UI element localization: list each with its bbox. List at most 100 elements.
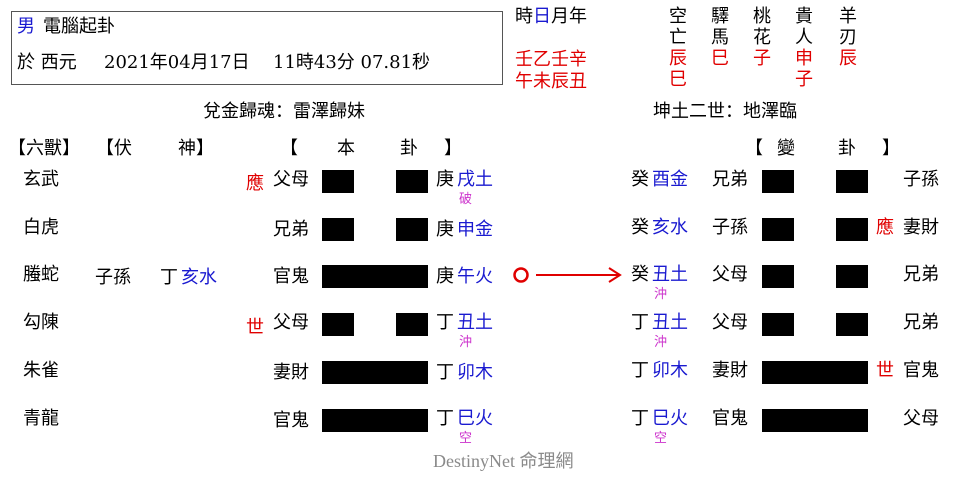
line-branch: 午火 — [457, 266, 493, 287]
changed-gua-title: 坤土二世：地澤臨 — [653, 101, 797, 122]
changed-line-mark: 空 — [654, 431, 668, 446]
six-beast-2: 白虎 — [23, 217, 59, 238]
yin-line-right — [396, 313, 428, 336]
yin-line-left — [322, 170, 354, 193]
pillar-label-month: 月 — [551, 6, 569, 27]
changed-line-relation: 官鬼 — [712, 408, 748, 429]
changed-line-stem: 丁 — [631, 408, 649, 429]
pillar-stems: 壬乙壬辛 — [515, 49, 587, 70]
changed-line-branch: 丑土 — [652, 312, 688, 333]
yang-line — [322, 409, 428, 432]
line-stem: 丁 — [436, 362, 454, 383]
divination-info-box — [11, 11, 503, 85]
spirit-guiren: 貴 人 申 子 — [795, 6, 813, 90]
yin-line-right — [836, 265, 868, 288]
spirit-taohua: 桃 花 子 — [753, 6, 771, 69]
changed-line-branch: 亥水 — [652, 217, 688, 238]
line-branch: 卯木 — [457, 362, 493, 383]
yin-line-right — [836, 218, 868, 241]
spirit-yima: 驛 馬 巳 — [711, 6, 729, 69]
six-beast-4: 勾陳 — [23, 312, 59, 333]
shi-ying-marker: 世 — [876, 360, 894, 381]
changed-line-mark: 沖 — [654, 335, 668, 350]
header-bian-close: 】 — [882, 138, 900, 159]
divination-time: 11時43分 07.81秒 — [273, 52, 431, 73]
changed-line-stem: 癸 — [631, 169, 649, 190]
changed-line-stem: 癸 — [631, 217, 649, 238]
changed-line-mark: 沖 — [654, 287, 668, 302]
yin-line-left — [762, 313, 794, 336]
yang-line — [322, 265, 428, 288]
header-hidden-open: 【伏 — [96, 138, 132, 159]
pillar-branches: 午未辰丑 — [515, 71, 587, 92]
changed-line-stem: 丁 — [631, 312, 649, 333]
header-six-beasts: 【六獸】 — [8, 138, 80, 159]
line-relation: 父母 — [273, 312, 309, 333]
hidden-spirit-relation: 子孫 — [95, 267, 131, 288]
changed-relation-right: 子孫 — [903, 169, 939, 190]
line-relation: 兄弟 — [273, 219, 309, 240]
pillar-label-hour: 時 — [515, 6, 533, 27]
yin-line-right — [396, 218, 428, 241]
changed-line-relation: 父母 — [712, 264, 748, 285]
pillar-labels: 時日月年 — [515, 7, 587, 27]
moving-line-arrow-icon — [513, 267, 622, 283]
hidden-spirit-branch: 亥水 — [181, 267, 217, 288]
shi-ying-marker: 應 — [876, 217, 894, 238]
line-relation: 官鬼 — [273, 410, 309, 431]
line-stem: 庚 — [436, 219, 454, 240]
yang-line — [762, 409, 868, 432]
divination-date: 2021年04月17日 — [104, 52, 250, 73]
header-ben-close: 】 — [444, 138, 462, 159]
six-beast-6: 青龍 — [23, 408, 59, 429]
changed-line-branch: 丑土 — [652, 264, 688, 285]
watermark-zh: 命理網 — [519, 451, 574, 471]
spirit-yangren: 羊 刃 辰 — [839, 6, 857, 69]
header-bian-open: 【 — [745, 138, 763, 159]
yin-line-left — [762, 170, 794, 193]
line-branch: 巳火 — [457, 408, 493, 429]
line-branch: 戌土 — [457, 169, 493, 190]
main-gua-title: 兌金歸魂：雷澤歸妹 — [203, 101, 365, 122]
six-beast-1: 玄武 — [23, 169, 59, 190]
changed-line-stem: 丁 — [631, 360, 649, 381]
header-bian-char1: 變 — [777, 138, 795, 159]
header-ben-open: 【 — [280, 138, 298, 159]
six-beast-3: 螣蛇 — [23, 264, 59, 285]
changed-relation-right: 妻財 — [903, 217, 939, 238]
yin-line-left — [322, 313, 354, 336]
line-branch: 丑土 — [457, 312, 493, 333]
changed-relation-right: 兄弟 — [903, 264, 939, 285]
changed-line-branch: 巳火 — [652, 408, 688, 429]
pillar-label-year: 年 — [569, 6, 587, 27]
yang-line — [322, 361, 428, 384]
line-stem: 庚 — [436, 266, 454, 287]
line-mark: 沖 — [459, 335, 473, 350]
line-relation: 官鬼 — [273, 266, 309, 287]
pillar-label-day: 日 — [533, 6, 551, 27]
yang-line — [762, 361, 868, 384]
six-beast-5: 朱雀 — [23, 360, 59, 381]
changed-relation-right: 官鬼 — [903, 360, 939, 381]
yin-line-right — [836, 170, 868, 193]
changed-relation-right: 兄弟 — [903, 312, 939, 333]
spirit-kongwang: 空 亡 辰 巳 — [669, 6, 687, 90]
changed-line-relation: 妻財 — [712, 360, 748, 381]
line-relation: 父母 — [273, 169, 309, 190]
line-mark: 空 — [459, 431, 473, 446]
header-ben-char1: 本 — [337, 138, 355, 159]
watermark-en: DestinyNet — [433, 451, 515, 471]
yin-line-left — [322, 218, 354, 241]
yin-line-right — [836, 313, 868, 336]
line-stem: 丁 — [436, 312, 454, 333]
gender-label: 男 — [17, 16, 35, 37]
hidden-spirit-stem: 丁 — [160, 267, 178, 288]
shi-ying-marker: 世 — [246, 317, 264, 338]
line-relation: 妻財 — [273, 362, 309, 383]
header-ben-char2: 卦 — [400, 138, 418, 159]
line-stem: 庚 — [436, 169, 454, 190]
header-hidden-close: 神】 — [178, 138, 214, 159]
line-mark: 破 — [459, 192, 473, 207]
changed-line-relation: 子孫 — [712, 217, 748, 238]
yin-line-right — [396, 170, 428, 193]
